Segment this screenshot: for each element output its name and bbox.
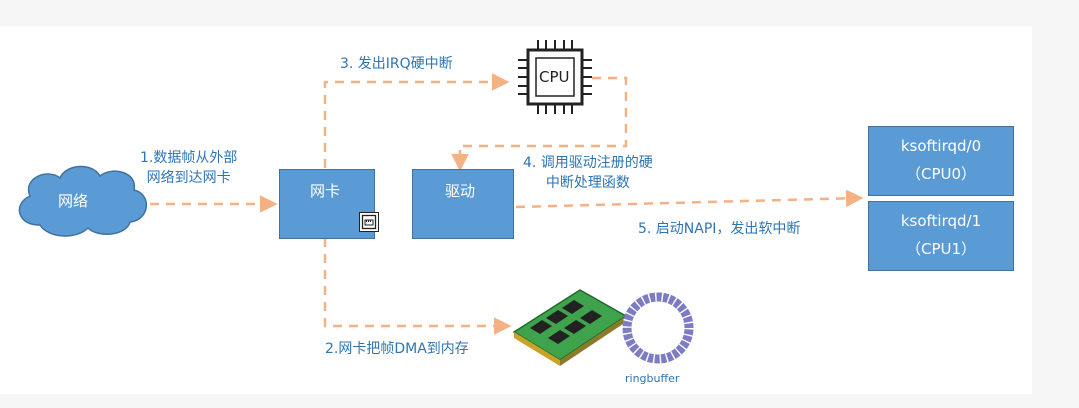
arrow-driver-to-ksoftirqd	[515, 189, 864, 209]
arrow-nic-to-cpu	[323, 73, 510, 168]
ksoftirqd1-box: ksoftirqd/1 （CPU1）	[868, 201, 1014, 271]
step4-label: 4. 调用驱动注册的硬 中断处理函数	[523, 152, 653, 192]
step1-line1: 1.数据帧从外部	[140, 150, 238, 166]
ethernet-port-icon	[359, 212, 379, 232]
arrow-nic-to-memory	[323, 238, 512, 335]
nic-box: 网卡	[279, 169, 379, 239]
nic-label: 网卡	[310, 182, 341, 200]
ringbuffer-icon	[622, 292, 694, 364]
ksoftirqd0-name: ksoftirqd/0	[900, 137, 982, 155]
step3-label: 3. 发出IRQ硬中断	[340, 56, 453, 72]
step1-label: 1.数据帧从外部 网络到达网卡	[140, 147, 237, 187]
driver-box: 驱动	[412, 169, 514, 239]
step2-label: 2.网卡把帧DMA到内存	[325, 341, 469, 357]
step1-line2: 网络到达网卡	[146, 170, 231, 186]
ksoftirqd0-box: ksoftirqd/0 （CPU0）	[868, 126, 1014, 196]
memory-module-icon	[512, 289, 628, 366]
driver-label: 驱动	[445, 182, 476, 200]
step4-line1: 4. 调用驱动注册的硬	[523, 155, 653, 171]
ksoftirqd0-cpu: （CPU0）	[905, 165, 977, 183]
ksoftirqd1-cpu: （CPU1）	[905, 240, 977, 258]
ringbuffer-label: ringbuffer	[625, 372, 680, 385]
diagram-graphics	[18, 40, 864, 366]
step5-label: 5. 启动NAPI，发出软中断	[638, 221, 801, 237]
ksoftirqd1-name: ksoftirqd/1	[900, 212, 982, 230]
cloud-icon	[18, 165, 148, 237]
step4-line2: 中断处理函数	[545, 175, 630, 191]
cpu-label: CPU	[539, 68, 570, 86]
arrow-cpu-to-driver	[451, 76, 628, 172]
network-label: 网络	[58, 192, 89, 210]
cpu-chip-icon	[518, 40, 592, 114]
diagram-canvas: 网络 网卡 驱动 CPU ksoftirqd/0 （CPU0） ksoftirq…	[0, 26, 1032, 394]
